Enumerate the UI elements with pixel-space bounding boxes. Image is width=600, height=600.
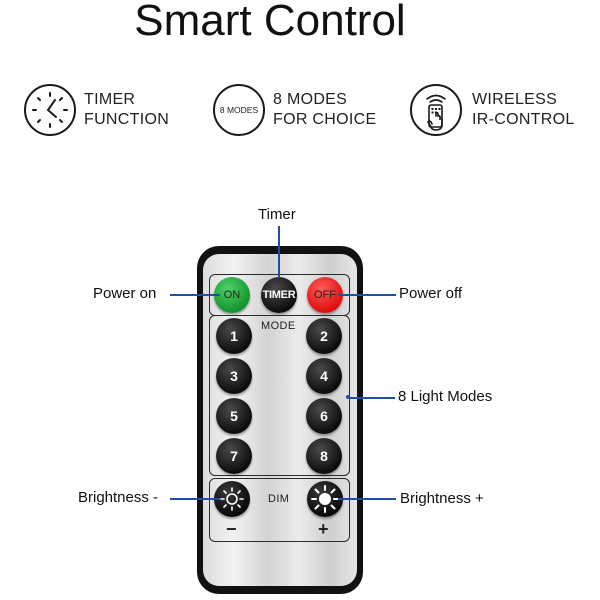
sun-small-icon xyxy=(220,487,244,511)
timer-button-label: TIMER xyxy=(262,289,296,301)
mode-button-1-label: 1 xyxy=(230,328,238,344)
mode-button-8-label: 8 xyxy=(320,448,328,464)
brightness-up-button[interactable] xyxy=(307,481,343,517)
off-button[interactable]: OFF xyxy=(307,277,343,313)
mode-button-3[interactable]: 3 xyxy=(216,358,252,394)
brightness-down-button[interactable] xyxy=(214,481,250,517)
mode-button-4[interactable]: 4 xyxy=(306,358,342,394)
on-button[interactable]: ON xyxy=(214,277,250,313)
minus-label: − xyxy=(226,519,237,539)
feature-timer-text: TIMER FUNCTION xyxy=(84,91,170,128)
callout-light-modes: 8 Light Modes xyxy=(398,388,493,405)
callout-brightness-minus: Brightness - xyxy=(78,489,159,506)
feature-wireless-text: WIRELESS IR-CONTROL xyxy=(472,91,575,128)
mode-button-1[interactable]: 1 xyxy=(216,318,252,354)
on-button-label: ON xyxy=(223,289,241,301)
mode-button-5-label: 5 xyxy=(230,408,238,424)
page-title: Smart Control xyxy=(134,0,406,45)
mode-button-8[interactable]: 8 xyxy=(306,438,342,474)
dim-label: DIM xyxy=(268,493,290,505)
mode-button-5[interactable]: 5 xyxy=(216,398,252,434)
callout-light-modes-line xyxy=(349,397,395,399)
modes-badge-label: 8 MODES xyxy=(219,105,259,115)
off-button-label: OFF xyxy=(314,289,336,301)
callout-power-on-line xyxy=(170,294,220,296)
callout-brightness-minus-line xyxy=(170,498,220,500)
mode-button-7-label: 7 xyxy=(230,448,238,464)
callout-light-modes-dot xyxy=(346,395,350,399)
mode-label: MODE xyxy=(261,320,296,332)
mode-button-4-label: 4 xyxy=(320,368,328,384)
callout-power-off-line xyxy=(338,294,396,296)
mode-button-2-label: 2 xyxy=(320,328,328,344)
callout-brightness-plus-line xyxy=(338,498,396,500)
feature-modes-text: 8 MODES FOR CHOICE xyxy=(273,91,377,128)
modes-badge-icon: 8 MODES xyxy=(213,84,265,136)
mode-button-3-label: 3 xyxy=(230,368,238,384)
timer-button[interactable]: TIMER xyxy=(261,277,297,313)
mode-button-6-label: 6 xyxy=(320,408,328,424)
remote-hand-icon xyxy=(410,84,462,136)
plus-label: + xyxy=(318,519,329,539)
sun-large-icon xyxy=(311,485,339,513)
clock-icon xyxy=(24,84,76,136)
callout-brightness-plus: Brightness + xyxy=(400,490,484,507)
dim-panel xyxy=(209,478,350,542)
mode-button-7[interactable]: 7 xyxy=(216,438,252,474)
mode-button-6[interactable]: 6 xyxy=(306,398,342,434)
callout-timer: Timer xyxy=(258,206,296,223)
mode-button-2[interactable]: 2 xyxy=(306,318,342,354)
callout-power-on: Power on xyxy=(93,285,157,302)
callout-power-off: Power off xyxy=(399,285,463,302)
callout-timer-line xyxy=(278,226,280,278)
